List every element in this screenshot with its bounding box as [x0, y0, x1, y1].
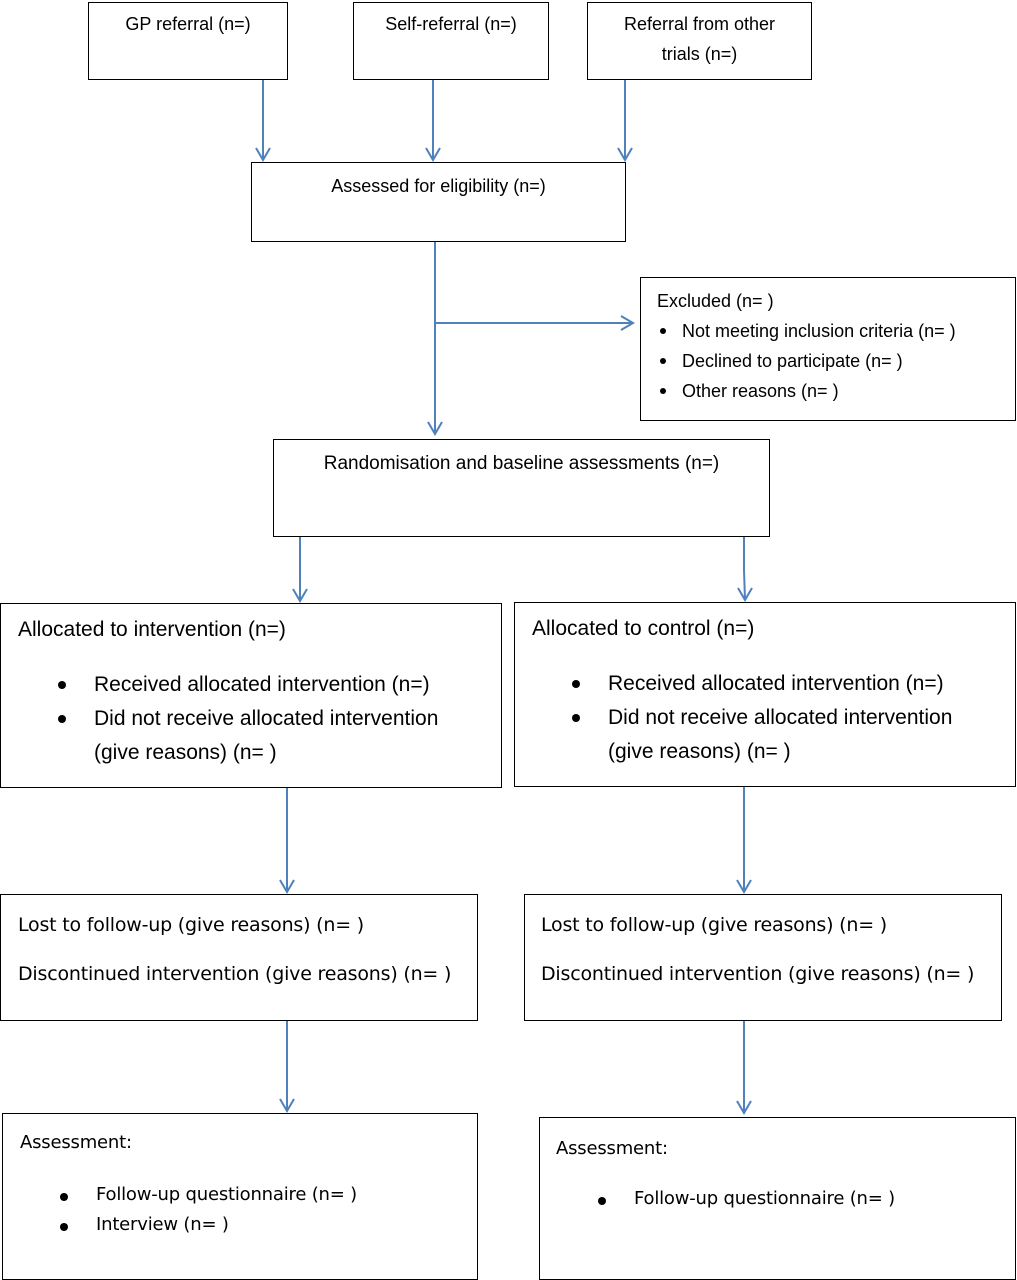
arrow-to-excluded: [435, 315, 635, 331]
arrow-gp-to-eligibility: [255, 80, 271, 162]
assessment-control-list: Follow-up questionnaire (n= ): [598, 1184, 1015, 1214]
self-referral-label: Self-referral (n=): [385, 14, 517, 34]
assessment-item: Follow-up questionnaire (n= ): [598, 1184, 1015, 1214]
other-trials-label-line-2: trials (n=): [661, 44, 738, 64]
allocation-item: Did not receive allocated intervention: [58, 702, 501, 736]
discontinued-label: Discontinued intervention (give reasons)…: [541, 963, 975, 985]
exclusion-reason-item: Declined to participate (n= ): [660, 346, 1015, 376]
arrow-self-to-eligibility: [425, 80, 441, 162]
assessment-intervention-box: Assessment: Follow-up questionnaire (n= …: [2, 1113, 478, 1280]
discontinued-label: Discontinued intervention (give reasons)…: [18, 963, 452, 985]
allocated-intervention-list: Received allocated intervention (n=) Did…: [58, 668, 501, 770]
assessment-control-box: Assessment: Follow-up questionnaire (n= …: [539, 1117, 1016, 1280]
self-referral-box: Self-referral (n=): [353, 2, 549, 80]
eligibility-box: Assessed for eligibility (n=): [251, 162, 626, 242]
arrow-intervention-to-followup: [279, 788, 295, 894]
assessment-item: Follow-up questionnaire (n= ): [60, 1180, 477, 1210]
followup-control-box: Lost to follow-up (give reasons) (n= ) D…: [524, 894, 1002, 1021]
allocation-item-continuation: (give reasons) (n= ): [94, 741, 277, 764]
excluded-title: Excluded (n= ): [657, 291, 774, 311]
randomisation-label: Randomisation and baseline assessments (…: [323, 453, 720, 474]
allocation-item-continuation: (give reasons) (n= ): [608, 740, 791, 763]
arrow-followup-to-assessment-control: [736, 1021, 752, 1115]
arrow-control-to-followup: [736, 787, 752, 894]
allocated-control-list: Received allocated intervention (n=) Did…: [572, 667, 1015, 769]
assessment-title: Assessment:: [556, 1138, 668, 1159]
eligibility-label: Assessed for eligibility (n=): [331, 176, 546, 196]
assessment-intervention-list: Follow-up questionnaire (n= ) Interview …: [60, 1180, 477, 1240]
assessment-title: Assessment:: [20, 1132, 132, 1153]
other-trials-label-line-1: Referral from other: [623, 14, 776, 34]
allocated-intervention-title: Allocated to intervention (n=): [18, 618, 286, 641]
excluded-reasons-list: Not meeting inclusion criteria (n= ) Dec…: [660, 316, 1015, 406]
exclusion-reason-item: Not meeting inclusion criteria (n= ): [660, 316, 1015, 346]
connector-group: [255, 80, 753, 1115]
assessment-item: Interview (n= ): [60, 1210, 477, 1240]
lost-to-followup-label: Lost to follow-up (give reasons) (n= ): [541, 914, 888, 936]
arrow-other-to-eligibility: [617, 80, 633, 162]
allocation-item: Received allocated intervention (n=): [572, 667, 1015, 701]
arrow-followup-to-assessment-intervention: [279, 1021, 295, 1113]
arrow-randomisation-to-control: [737, 537, 753, 602]
lost-to-followup-label: Lost to follow-up (give reasons) (n= ): [18, 914, 365, 936]
arrow-randomisation-to-intervention: [292, 537, 308, 603]
allocated-control-box: Allocated to control (n=) Received alloc…: [514, 602, 1016, 787]
gp-referral-label: GP referral (n=): [125, 14, 251, 34]
exclusion-reason-item: Other reasons (n= ): [660, 376, 1015, 406]
randomisation-box: Randomisation and baseline assessments (…: [273, 439, 770, 537]
gp-referral-box: GP referral (n=): [88, 2, 288, 80]
allocated-control-title: Allocated to control (n=): [532, 617, 755, 640]
allocated-intervention-box: Allocated to intervention (n=) Received …: [0, 603, 502, 788]
arrow-eligibility-to-randomisation: [427, 242, 443, 436]
allocation-item: Did not receive allocated intervention: [572, 701, 1015, 735]
excluded-box: Excluded (n= ) Not meeting inclusion cri…: [640, 277, 1016, 421]
allocation-item: Received allocated intervention (n=): [58, 668, 501, 702]
other-trials-referral-box: Referral from other trials (n=): [587, 2, 812, 80]
followup-intervention-box: Lost to follow-up (give reasons) (n= ) D…: [0, 894, 478, 1021]
